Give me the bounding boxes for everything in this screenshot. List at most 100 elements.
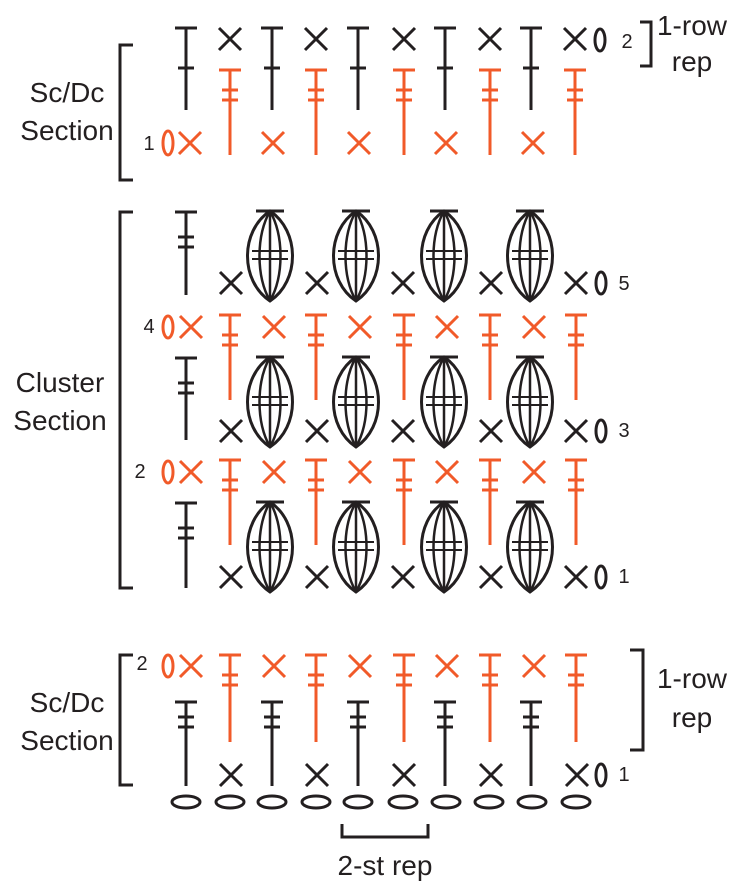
chain-stitch-icon (161, 129, 175, 157)
dc-stitch-icon (175, 700, 197, 786)
row-number-bottom-1: 1 (618, 764, 629, 786)
cluster-row-3 (175, 356, 608, 444)
bottom-section-label-line1: Sc/Dc (30, 687, 105, 718)
chain-stitch-icon (387, 794, 419, 810)
cluster-section-bracket (118, 210, 133, 590)
chain-stitch-icon (161, 314, 175, 340)
cluster-row-1 (175, 501, 608, 590)
cluster-stitch-icon (506, 209, 554, 303)
sc-stitch-icon (478, 762, 504, 788)
sc-stitch-icon (562, 26, 588, 52)
cluster-stitch-icon (332, 355, 380, 449)
cluster-stitch-icon (332, 500, 380, 594)
sc-stitch-icon (434, 459, 460, 485)
cluster-stitch-icon (246, 355, 294, 449)
dc-stitch-icon (479, 653, 501, 742)
sc-stitch-icon (346, 130, 372, 156)
chain-stitch-icon (161, 653, 175, 679)
chain-stitch-icon (593, 27, 607, 53)
dc-stitch-icon (347, 700, 369, 786)
dc-stitch-icon (479, 68, 501, 155)
two-st-rep-label: 2-st rep (338, 850, 433, 881)
dc-stitch-icon (393, 458, 415, 545)
dc-stitch-icon (479, 313, 501, 400)
dc-stitch-icon (393, 313, 415, 400)
cluster-section-label-line1: Cluster (16, 367, 105, 398)
sc-stitch-icon (260, 130, 286, 156)
dc-stitch-icon (564, 68, 586, 155)
bottom-section-label-line2: Section (20, 725, 113, 756)
dc-stitch-icon (305, 313, 327, 400)
sc-stitch-icon (390, 564, 416, 590)
chain-stitch-icon (170, 794, 202, 810)
bottom-row-1 (175, 700, 608, 788)
foundation-chain-row (170, 794, 592, 810)
sc-stitch-icon (390, 270, 416, 296)
sc-stitch-icon (304, 418, 330, 444)
chain-stitch-icon (256, 794, 288, 810)
dc-stitch-icon (219, 653, 241, 742)
top-rep-label-line1: 1-row (657, 10, 728, 41)
dc-stitch-icon (175, 501, 197, 588)
sc-stitch-icon (261, 459, 287, 485)
sc-stitch-icon (347, 459, 373, 485)
sc-stitch-icon (521, 653, 547, 679)
sc-stitch-icon (178, 314, 204, 340)
top-row-2 (175, 26, 607, 110)
dc-stitch-icon (393, 653, 415, 742)
row-number-bottom-2: 2 (136, 653, 147, 675)
cluster-stitch-icon (420, 355, 468, 449)
sc-stitch-icon (303, 26, 329, 52)
dc-stitch-icon (565, 458, 587, 545)
row-number-top-2: 2 (621, 31, 632, 53)
sc-stitch-icon (304, 564, 330, 590)
dc-stitch-icon (261, 26, 283, 110)
chain-stitch-icon (594, 564, 608, 590)
sc-stitch-icon (304, 762, 330, 788)
cluster-row-4 (161, 313, 587, 400)
sc-stitch-icon (434, 314, 460, 340)
sc-stitch-icon (521, 459, 547, 485)
chain-stitch-icon (594, 270, 608, 296)
top-section-label-line2: Section (20, 115, 113, 146)
two-st-rep-bracket (340, 824, 430, 839)
dc-stitch-icon (305, 653, 327, 742)
sc-stitch-icon (347, 314, 373, 340)
dc-stitch-icon (305, 68, 327, 155)
row-number-cluster-1: 1 (618, 566, 629, 588)
sc-stitch-icon (520, 130, 546, 156)
row-number-cluster-3: 3 (618, 420, 629, 442)
sc-stitch-icon (178, 459, 204, 485)
cluster-stitch-icon (420, 209, 468, 303)
sc-stitch-icon (218, 270, 244, 296)
dc-stitch-icon (175, 210, 197, 295)
bottom-section-bracket (118, 653, 133, 787)
dc-stitch-icon (479, 458, 501, 545)
cluster-stitch-icon (506, 355, 554, 449)
cluster-stitch-icon (506, 500, 554, 594)
bottom-scdc-section: Sc/Dc Section 1-row rep 2 1 (20, 648, 728, 881)
cluster-stitch-icon (246, 500, 294, 594)
top-section-bracket (118, 43, 133, 182)
top-section-label-line1: Sc/Dc (30, 77, 105, 108)
sc-stitch-icon (477, 26, 503, 52)
chain-stitch-icon (161, 459, 175, 485)
sc-stitch-icon (478, 564, 504, 590)
cluster-stitch-icon (246, 209, 294, 303)
sc-stitch-icon (347, 653, 373, 679)
bottom-rep-label-line1: 1-row (657, 663, 728, 694)
cluster-section: Cluster Section 5 4 3 2 1 (13, 209, 630, 594)
sc-stitch-icon (261, 653, 287, 679)
sc-stitch-icon (478, 270, 504, 296)
cluster-stitch-icon (420, 500, 468, 594)
row-number-cluster-5: 5 (618, 273, 629, 295)
top-scdc-section: Sc/Dc Section 1-row rep 2 1 (20, 10, 728, 182)
top-rep-bracket (640, 20, 653, 68)
sc-stitch-icon (563, 418, 589, 444)
sc-stitch-icon (304, 270, 330, 296)
dc-stitch-icon (219, 458, 241, 545)
row-number-top-1: 1 (143, 133, 154, 155)
dc-stitch-icon (175, 356, 197, 440)
dc-stitch-icon (520, 700, 542, 786)
row-number-cluster-4: 4 (143, 316, 154, 338)
